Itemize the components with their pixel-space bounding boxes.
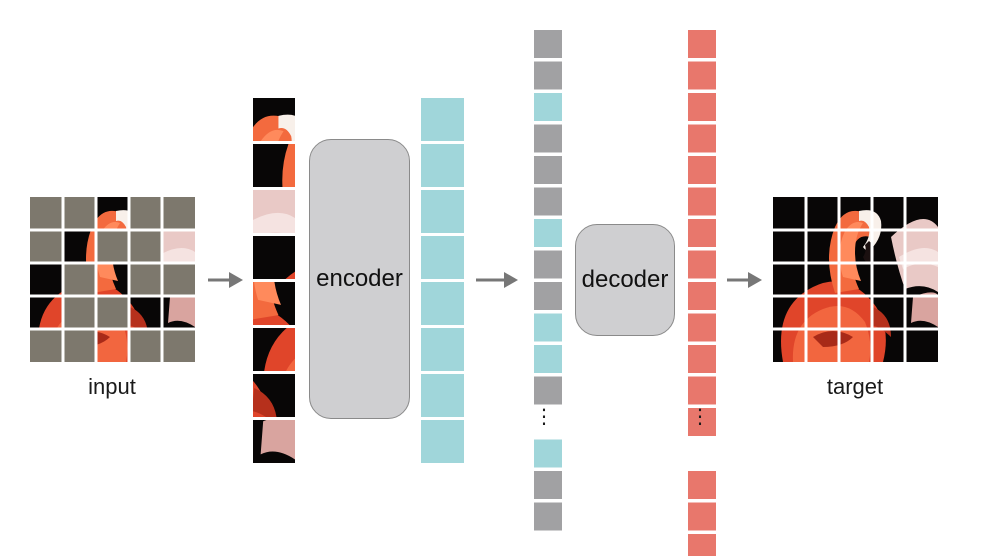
masked-input-patch [30, 230, 63, 263]
encoder-block: encoder [309, 139, 410, 419]
right-arrow-icon [208, 272, 243, 288]
decoder-input-ellipsis: ⋮ [534, 406, 554, 428]
mask-token [534, 471, 562, 499]
right-arrow-icon [476, 272, 518, 288]
decoder-output-ellipsis: ⋮ [690, 406, 710, 428]
masked-input-patch [30, 197, 63, 230]
mask-token [534, 282, 562, 310]
encoded-token [421, 328, 464, 371]
mask-token [534, 502, 562, 531]
masked-input-patch [63, 296, 96, 329]
encoded-token [534, 345, 562, 373]
encoded-token [421, 190, 464, 233]
reconstructed-token [688, 408, 716, 436]
encoded-token [421, 374, 464, 417]
decoder-output-tokens [688, 30, 716, 556]
encoded-token [534, 219, 562, 247]
reconstructed-token [688, 376, 716, 405]
encoded-token [421, 144, 464, 187]
masked-input-patch [63, 197, 96, 230]
reconstructed-token [688, 187, 716, 216]
reconstructed-token [688, 282, 716, 310]
encoded-token [421, 98, 464, 141]
reconstructed-token [688, 502, 716, 531]
masked-input-patch [63, 329, 96, 362]
flow-arrows [208, 272, 762, 288]
reconstructed-token [688, 313, 716, 342]
reconstructed-token [688, 345, 716, 373]
mask-token [534, 124, 562, 153]
mask-token [534, 187, 562, 216]
masked-input-patch [63, 263, 96, 296]
mask-token [534, 156, 562, 184]
mask-token [534, 30, 562, 58]
reconstructed-token [688, 471, 716, 499]
decoder-label: decoder [581, 266, 669, 293]
masked-input-patch [96, 230, 129, 263]
encoded-token [421, 420, 464, 463]
input-label: input [88, 374, 136, 399]
masked-input-patch [129, 329, 162, 362]
decoder-input-tokens [534, 30, 562, 531]
reconstructed-token [688, 61, 716, 90]
masked-input-patch [129, 230, 162, 263]
masked-input-patch [162, 329, 195, 362]
reconstructed-token [688, 93, 716, 121]
masked-input-patch [129, 263, 162, 296]
right-arrow-icon [727, 272, 762, 288]
mask-token [534, 61, 562, 90]
masked-input-patch [96, 296, 129, 329]
reconstructed-token [688, 219, 716, 247]
encoder-label: encoder [316, 265, 403, 292]
masked-input-patch [162, 263, 195, 296]
encoded-token [421, 282, 464, 325]
target-label: target [826, 374, 884, 399]
reconstructed-token [688, 156, 716, 184]
target-image [773, 197, 938, 362]
mask-token [534, 250, 562, 279]
encoded-token [534, 93, 562, 121]
masked-input-patch [162, 197, 195, 230]
encoded-token [534, 313, 562, 342]
target-full-image [773, 197, 938, 362]
decoder-block: decoder [575, 224, 675, 336]
reconstructed-token [688, 250, 716, 279]
mask-token [534, 376, 562, 405]
encoded-token [421, 236, 464, 279]
reconstructed-token [688, 124, 716, 153]
masked-input-patch [30, 329, 63, 362]
encoded-token [534, 439, 562, 468]
encoder-output-tokens [421, 98, 464, 463]
reconstructed-token [688, 30, 716, 58]
reconstructed-token [688, 534, 716, 556]
masked-input-patch [129, 197, 162, 230]
input-masked-image [30, 197, 195, 362]
